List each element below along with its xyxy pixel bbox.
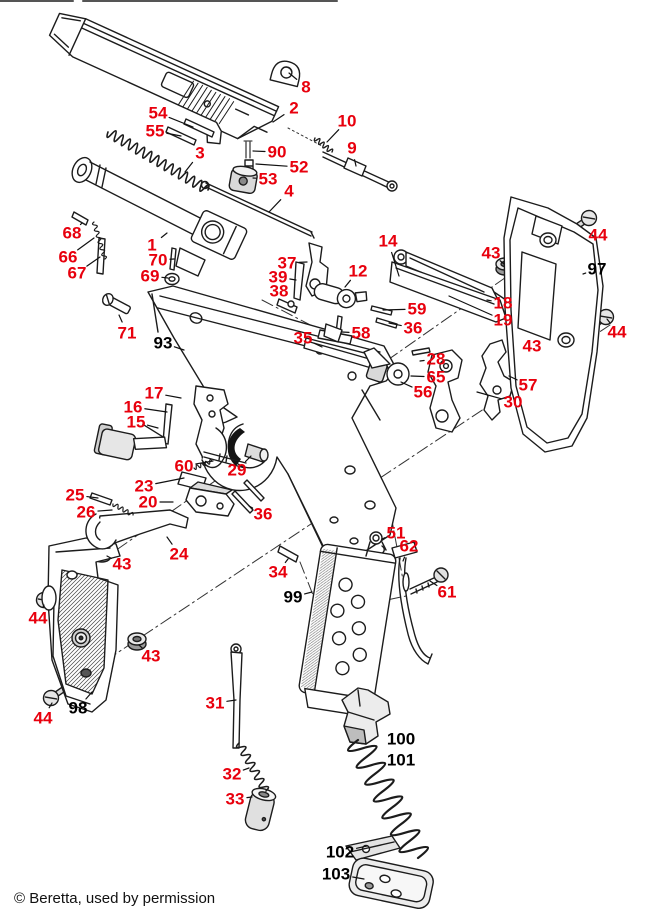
part-label-18-25: 18 [493,293,513,313]
part-label-44-59: 44 [33,708,53,728]
right-grip-panel [504,197,603,452]
small-pins-left [72,212,179,316]
part-label-36-49: 36 [253,504,273,524]
part-label-43-22: 43 [481,243,501,263]
safety-levers [428,340,514,432]
slide-stop-and-pins [277,243,328,313]
part-label-62-55: 62 [399,536,419,556]
magazine-follower [342,688,390,744]
part-label-16-41: 16 [123,397,143,417]
part-label-61-56: 61 [437,582,457,602]
part-label-38-19: 38 [269,281,289,301]
part-label-69-16: 69 [140,266,160,286]
firing-pin [323,152,397,191]
hammer [312,278,369,313]
part-label-37-17: 37 [277,253,297,273]
slide [36,8,278,163]
part-label-44-57: 44 [28,608,48,628]
part-label-4-10: 4 [284,181,294,201]
part-label-43-32: 43 [522,336,542,356]
part-label-33-63: 33 [225,789,245,809]
part-label-56-35: 56 [413,382,433,402]
part-label-15-42: 15 [126,412,146,432]
part-label-103-67: 103 [321,864,351,884]
part-label-3-6: 3 [195,143,205,163]
part-label-9-5: 9 [347,138,357,158]
part-label-31-61: 31 [205,693,225,713]
part-label-99-53: 99 [283,587,303,607]
part-label-29-44: 29 [227,460,247,480]
part-label-39-18: 39 [268,267,288,287]
part-label-32-62: 32 [222,764,242,784]
part-label-12-20: 12 [348,261,368,281]
recoil-guide-rod [202,182,315,239]
front-sight [270,58,302,86]
firing-pin-block-parts [228,141,258,194]
part-label-44-23: 44 [588,225,608,245]
part-label-34-52: 34 [268,562,288,582]
part-label-90-7: 90 [267,142,287,162]
part-label-25-46: 25 [65,485,85,505]
part-label-100-64: 100 [386,729,416,749]
part-label-66-12: 66 [58,247,78,267]
part-label-26-48: 26 [76,502,96,522]
copyright-caption: © Beretta, used by permission [14,890,216,907]
floor-plate [347,856,435,910]
part-label-52-8: 52 [289,157,309,177]
leader-lines [43,73,610,879]
part-label-23-45: 23 [134,476,154,496]
part-label-54-2: 54 [148,103,168,123]
part-label-44-31: 44 [607,322,627,342]
coil-springs [93,131,428,858]
part-label-102-66: 102 [325,842,355,862]
part-label-17-40: 17 [144,383,164,403]
part-label-65-34: 65 [426,367,446,387]
part-label-28-33: 28 [426,349,446,369]
part-label-70-15: 70 [148,250,168,270]
part-label-68-11: 68 [62,223,82,243]
part-label-71-38: 71 [117,323,137,343]
part-label-20-47: 20 [138,492,158,512]
frame-pins [90,480,298,562]
trigger-bar [390,250,506,322]
part-label-98-60: 98 [68,698,88,718]
part-label-53-9: 53 [258,169,278,189]
part-label-43-58: 43 [141,646,161,666]
trigger-group [94,386,228,467]
part-label-101-65: 101 [386,750,416,770]
magazine-body [296,543,397,717]
part-label-59-27: 59 [407,299,427,319]
part-label-2-1: 2 [289,98,299,118]
part-label-1-14: 1 [147,235,157,255]
part-label-67-13: 67 [67,263,87,283]
part-label-8-0: 8 [301,77,311,97]
part-label-55-3: 55 [145,121,165,141]
part-label-19-26: 19 [493,310,513,330]
part-label-36-28: 36 [403,318,423,338]
part-label-93-39: 93 [153,333,173,353]
hammer-spring-unit [364,348,430,385]
part-label-97-24: 97 [587,259,607,279]
part-label-58-29: 58 [351,323,371,343]
part-label-10-4: 10 [337,111,357,131]
part-label-57-36: 57 [518,375,538,395]
barrel [68,154,248,276]
part-label-14-21: 14 [378,231,398,251]
left-grip-panel [42,538,120,712]
spring-plate [346,836,400,860]
part-label-43-51: 43 [112,554,132,574]
magazine-catch-group [366,532,448,664]
part-label-30-37: 30 [503,392,523,412]
part-label-51-54: 51 [386,523,406,543]
part-label-35-30: 35 [293,328,313,348]
part-label-24-50: 24 [169,544,189,564]
part-label-60-43: 60 [174,456,194,476]
